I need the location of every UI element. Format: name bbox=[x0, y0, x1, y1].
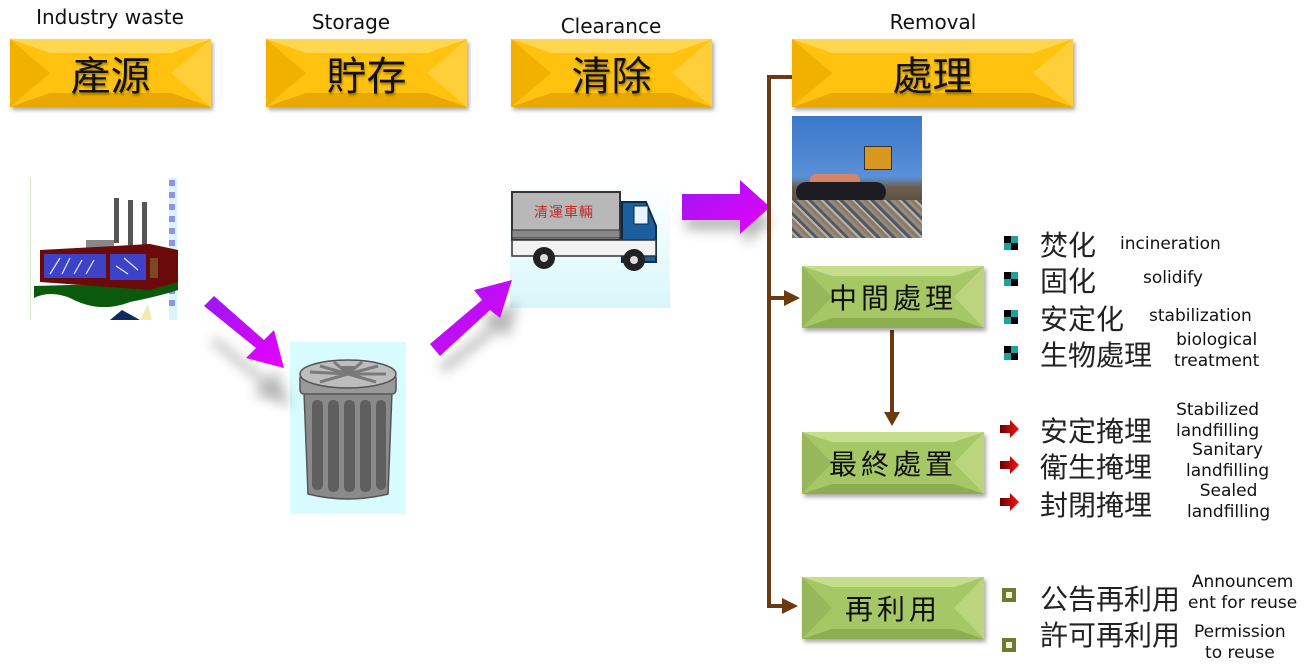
item-en: biological treatment bbox=[1174, 330, 1259, 372]
trash-texture bbox=[792, 200, 922, 238]
stage-box-clearance-text: 清除 bbox=[571, 54, 652, 100]
item-en-line: landfilling bbox=[1176, 421, 1260, 441]
item-en-line: Announcem bbox=[1191, 572, 1294, 592]
item-zh: 固化 bbox=[1040, 265, 1097, 298]
item-zh: 生物處理 bbox=[1040, 339, 1153, 372]
connector-trunk bbox=[767, 75, 792, 608]
arrowhead-final bbox=[884, 412, 900, 426]
item-en-line: Sealed bbox=[1199, 481, 1258, 501]
stage-box-removal: 處理 bbox=[792, 39, 1073, 107]
stage-box-storage-text: 貯存 bbox=[326, 54, 407, 100]
stage-label-clearance: Clearance bbox=[560, 14, 662, 38]
bulldozer-shape bbox=[864, 146, 892, 170]
item-en-line: Stabilized bbox=[1176, 400, 1260, 420]
item-en: Stabilized landfilling bbox=[1176, 400, 1259, 442]
truck-label: 清運車輛 bbox=[534, 205, 594, 221]
item-en: Sealed landfilling bbox=[1187, 481, 1270, 523]
flow-arrow-storage-to-clearance bbox=[430, 280, 512, 356]
stage-label-source: Industry waste bbox=[36, 5, 184, 29]
debris-shape bbox=[796, 182, 886, 202]
flow-arrow-clearance-to-removal bbox=[682, 180, 770, 234]
final-items: 安定掩埋 Stabilized landfilling 衛生掩埋 Sanitar… bbox=[1000, 398, 1306, 528]
item-en-line: landfilling bbox=[1186, 461, 1270, 481]
arrowhead-reuse bbox=[782, 598, 798, 614]
landfill-photo bbox=[792, 116, 922, 238]
stage-box-source: 產源 bbox=[10, 39, 211, 107]
item-en: stabilization bbox=[1149, 306, 1252, 326]
branch-intermediate-label: 中間處理 bbox=[828, 282, 957, 315]
item-en-line: ent for reuse bbox=[1188, 593, 1298, 613]
item-zh: 安定化 bbox=[1040, 303, 1125, 336]
item-zh: 安定掩埋 bbox=[1040, 415, 1153, 448]
flow-arrow-source-to-storage bbox=[204, 296, 284, 368]
red-arrow-icon bbox=[1000, 493, 1019, 511]
bullet-square-icon bbox=[1002, 638, 1016, 652]
branch-box-intermediate: 中間處理 bbox=[802, 266, 984, 328]
item-en-line: Sanitary bbox=[1192, 440, 1263, 460]
branch-box-reuse: 再利用 bbox=[802, 577, 984, 639]
trash-can-icon bbox=[290, 342, 406, 514]
bullet-checker-icon bbox=[1004, 272, 1018, 286]
bullet-checker-icon bbox=[1004, 236, 1018, 250]
item-en: Announcem ent for reuse bbox=[1188, 572, 1297, 614]
item-en: solidify bbox=[1143, 268, 1203, 288]
item-zh: 公告再利用 bbox=[1040, 583, 1181, 616]
item-zh: 封閉掩埋 bbox=[1040, 489, 1153, 522]
bullet-checker-icon bbox=[1004, 346, 1018, 360]
item-zh: 焚化 bbox=[1040, 229, 1097, 262]
arrowhead-intermediate bbox=[784, 290, 800, 306]
item-en-line: treatment bbox=[1174, 351, 1260, 371]
bullet-checker-icon bbox=[1004, 310, 1018, 324]
bullet-square-icon bbox=[1002, 588, 1016, 602]
stage-box-source-text: 產源 bbox=[70, 54, 151, 100]
item-en-line: to reuse bbox=[1205, 643, 1275, 663]
item-en: Sanitary landfilling bbox=[1186, 440, 1269, 482]
red-arrow-icon bbox=[1000, 456, 1019, 474]
stage-label-removal: Removal bbox=[889, 10, 977, 34]
truck-icon bbox=[511, 191, 657, 271]
item-en: incineration bbox=[1120, 234, 1221, 254]
stage-box-removal-text: 處理 bbox=[892, 54, 973, 100]
item-zh: 衛生掩埋 bbox=[1040, 451, 1153, 484]
item-en-line: Permission bbox=[1194, 622, 1286, 642]
intermediate-items: 焚化 incineration 固化 solidify 安定化 stabiliz… bbox=[1004, 224, 1304, 374]
branch-final-label: 最終處置 bbox=[828, 448, 957, 481]
branch-reuse-label: 再利用 bbox=[844, 593, 941, 626]
factory-icon bbox=[30, 178, 178, 320]
truck-image: 清運車輛 bbox=[510, 180, 670, 308]
item-en-line: landfilling bbox=[1187, 502, 1271, 522]
item-zh: 許可再利用 bbox=[1040, 619, 1181, 652]
stage-box-storage: 貯存 bbox=[266, 39, 467, 107]
branch-box-final: 最終處置 bbox=[802, 432, 984, 494]
stage-box-clearance: 清除 bbox=[511, 39, 712, 107]
red-arrow-icon bbox=[1000, 420, 1019, 438]
item-en: Permission to reuse bbox=[1194, 622, 1286, 664]
stage-label-storage: Storage bbox=[311, 10, 391, 34]
reuse-items: 公告再利用 Announcem ent for reuse 許可再利用 Perm… bbox=[1002, 572, 1306, 669]
item-en-line: biological bbox=[1176, 330, 1258, 350]
